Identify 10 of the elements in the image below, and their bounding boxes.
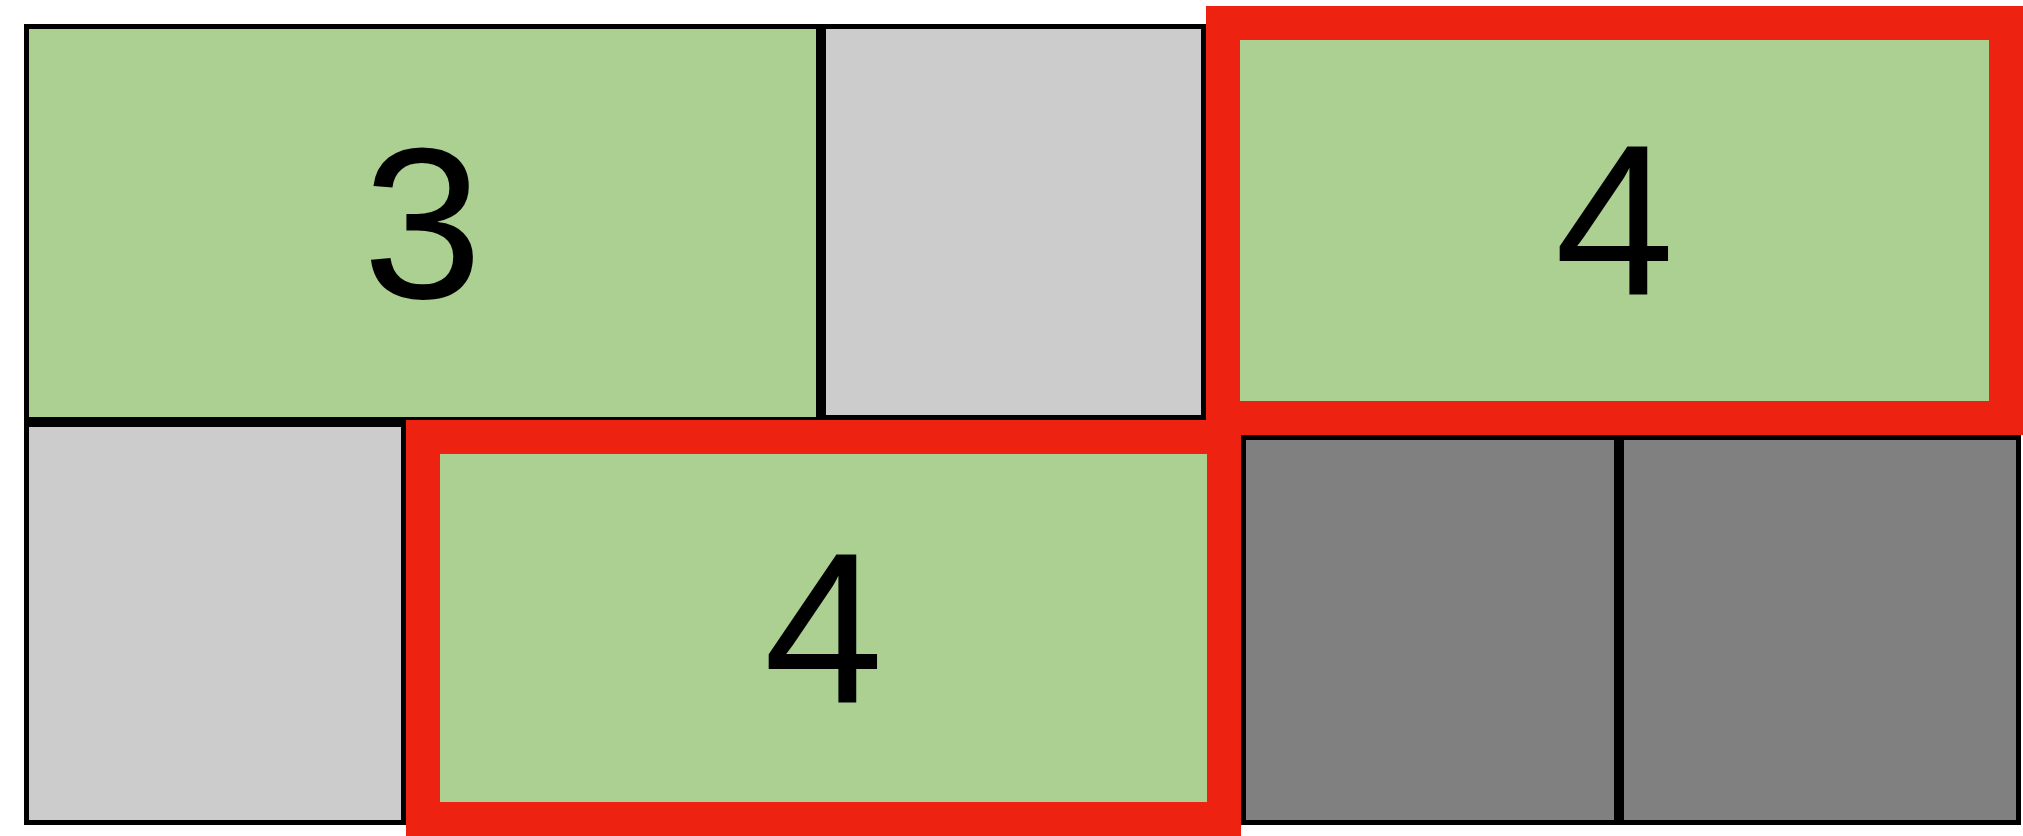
- grid-cell: [1241, 435, 1619, 825]
- cell-number: 4: [763, 520, 884, 736]
- cell-number: 3: [362, 115, 483, 331]
- grid-cell: [24, 422, 406, 825]
- grid-cell: [24, 24, 821, 422]
- grid-cell: [1619, 435, 2021, 825]
- cell-number: 4: [1554, 113, 1675, 328]
- grid-cell: [821, 24, 1206, 420]
- highlighted-cell: [406, 420, 1241, 836]
- highlighted-cell: [1206, 6, 2023, 435]
